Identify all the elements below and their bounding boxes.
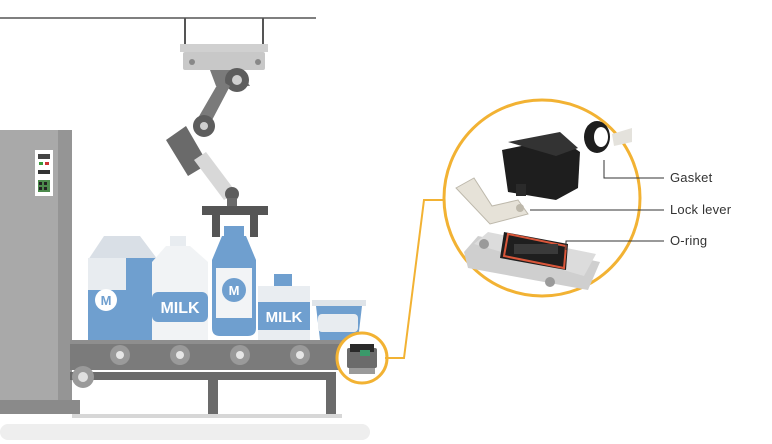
connector-module-icon [335, 331, 389, 385]
magnifier-circle-icon [442, 98, 642, 298]
milk-jug: MILK [152, 236, 208, 340]
milk-carton: M [88, 236, 158, 340]
control-panel-icon [35, 150, 53, 196]
callout-leader [385, 199, 458, 359]
milk-box: MILK [258, 274, 310, 340]
milk-bottle: M [212, 226, 256, 336]
gasket-pointer [603, 160, 664, 179]
conveyor-rollers [110, 345, 310, 365]
robot-arm-icon [166, 18, 268, 206]
gasket-label: Gasket [670, 170, 713, 185]
gripper-icon [202, 206, 268, 237]
bottle-letter: M [229, 283, 240, 298]
jug-label: MILK [160, 300, 200, 317]
o-ring-pointer [565, 240, 664, 250]
box-label: MILK [266, 309, 303, 326]
lock-lever-label: Lock lever [670, 202, 732, 217]
o-ring-label: O-ring [670, 233, 708, 248]
carton-letter: M [101, 293, 112, 308]
floor-shadow [0, 424, 370, 440]
yogurt-cup [312, 300, 366, 340]
